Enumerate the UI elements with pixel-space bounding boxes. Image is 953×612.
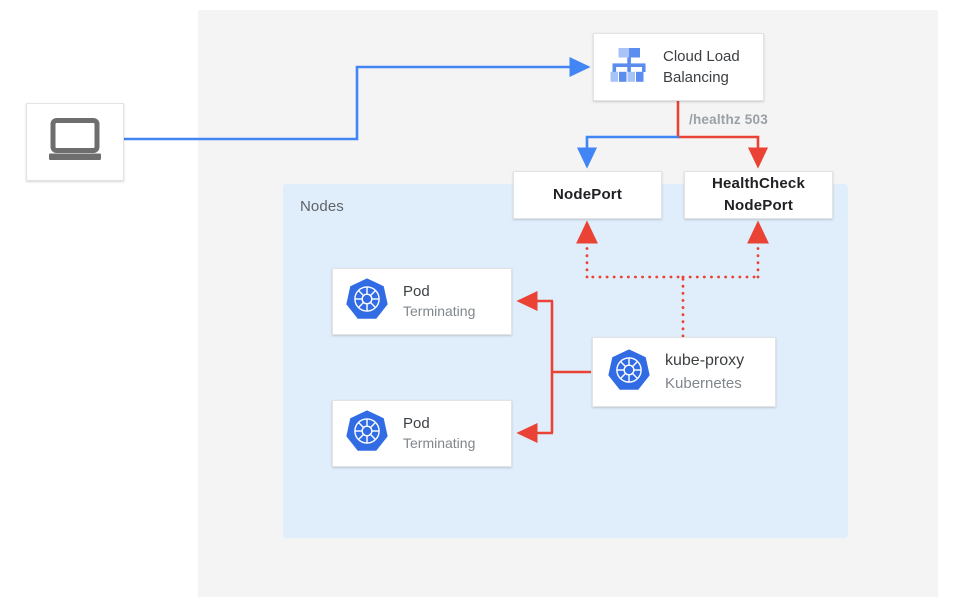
pod-2-node[interactable]: Pod Terminating bbox=[332, 400, 512, 467]
pod-1-status: Terminating bbox=[403, 303, 476, 320]
healthcheck-nodeport-node[interactable]: HealthCheck NodePort bbox=[684, 171, 833, 219]
cloud-load-balancing-node[interactable]: Cloud Load Balancing bbox=[593, 33, 764, 101]
nodeport-node[interactable]: NodePort bbox=[513, 171, 662, 219]
pod-2-text: Pod Terminating bbox=[403, 413, 475, 454]
pod-1-node[interactable]: Pod Terminating bbox=[332, 268, 512, 335]
cloud-load-balancing-icon bbox=[607, 45, 651, 90]
kubernetes-icon bbox=[607, 348, 651, 397]
kube-proxy-node[interactable]: kube-proxy Kubernetes bbox=[592, 337, 776, 407]
kube-proxy-title: kube-proxy bbox=[665, 351, 745, 369]
pod-1-text: Pod Terminating bbox=[403, 281, 475, 322]
healthcheck-nodeport-label-line2: NodePort bbox=[723, 197, 794, 214]
kubernetes-icon bbox=[345, 409, 389, 458]
laptop-icon bbox=[46, 117, 104, 167]
pod-2-status: Terminating bbox=[403, 435, 476, 452]
pod-1-title: Pod bbox=[403, 282, 430, 300]
healthcheck-nodeport-label-line1: HealthCheck bbox=[711, 174, 806, 192]
cloud-load-balancing-title-line2: Balancing bbox=[663, 69, 729, 86]
nodes-region-label: Nodes bbox=[300, 198, 344, 215]
edge-label-healthz-503: /healthz 503 bbox=[689, 112, 768, 127]
kubernetes-icon bbox=[345, 277, 389, 326]
nodeport-label: NodePort bbox=[552, 185, 623, 203]
cloud-load-balancing-title: Cloud Load bbox=[663, 47, 740, 65]
pod-2-title: Pod bbox=[403, 414, 430, 432]
kube-proxy-subtitle: Kubernetes bbox=[665, 374, 742, 392]
client-node[interactable] bbox=[26, 103, 124, 181]
healthcheck-nodeport-text: HealthCheck NodePort bbox=[712, 173, 805, 218]
kube-proxy-text: kube-proxy Kubernetes bbox=[665, 350, 744, 394]
cloud-load-balancing-text: Cloud Load Balancing bbox=[663, 46, 740, 89]
